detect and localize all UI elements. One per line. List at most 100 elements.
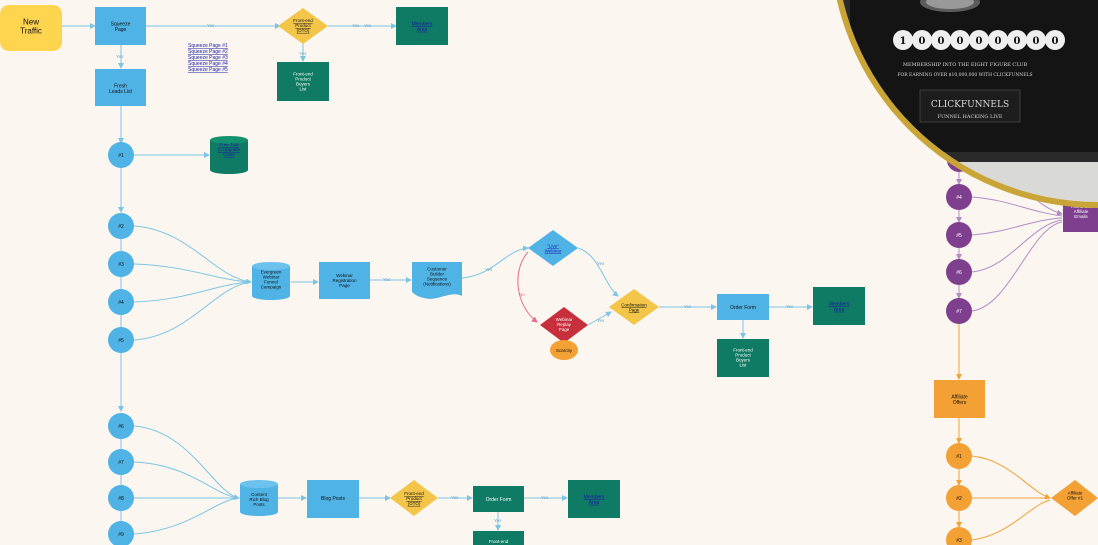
svg-text:0: 0	[1052, 36, 1059, 47]
svg-text:0: 0	[1033, 36, 1040, 47]
squeeze-link[interactable]: Squeeze Page #1	[188, 43, 228, 49]
svg-text:#1: #1	[956, 454, 962, 460]
svg-text:#7: #7	[118, 460, 124, 466]
front-end-bottom-node[interactable]: Front-end	[473, 531, 524, 545]
blue-circle-nodes: #1 #2 #3 #4 #5 #6 #7 #8 #9	[108, 142, 134, 545]
edge-label-yes: Yes	[786, 304, 794, 309]
svg-text:#7: #7	[956, 309, 962, 315]
circle-node-7[interactable]: #7	[108, 449, 134, 475]
scarcity-label: Scarcity	[556, 348, 573, 353]
orange-edges	[956, 324, 1051, 541]
svg-text:#4: #4	[118, 300, 124, 306]
edge-label-yes: Yes	[352, 23, 360, 28]
edge-label-no: No	[519, 292, 525, 297]
svg-text:#9: #9	[118, 532, 124, 538]
circle-node-1[interactable]: #1	[108, 142, 134, 168]
edge-label-yes: Yes	[494, 518, 502, 523]
orange-circle-nodes: #1 #2 #3	[946, 443, 972, 545]
circle-node-5[interactable]: #5	[108, 327, 134, 353]
svg-text:#8: #8	[118, 496, 124, 502]
squeeze-page-links: Squeeze Page #1 Squeeze Page #2 Squeeze …	[188, 43, 228, 73]
circle-node-9[interactable]: #9	[108, 521, 134, 545]
edge-label-yes: Yes	[364, 23, 372, 28]
svg-text:#6: #6	[956, 270, 962, 276]
edge-label-yes: Yes	[541, 495, 549, 500]
plaque-achievement-line: FOR EARNING OVER $10,000,000 WITH CLICKF…	[897, 72, 1032, 78]
svg-text:0: 0	[938, 36, 945, 47]
orange-circle-1[interactable]: #1	[946, 443, 972, 469]
svg-text:0: 0	[919, 36, 926, 47]
purple-circle-6[interactable]: #6	[946, 259, 972, 285]
order-form-bottom-node[interactable]: Order Form	[473, 486, 524, 512]
orange-circle-2[interactable]: #2	[946, 485, 972, 511]
svg-text:#3: #3	[118, 262, 124, 268]
edge-label-yes: Yes	[684, 304, 692, 309]
squeeze-link[interactable]: Squeeze Page #2	[188, 49, 228, 55]
squeeze-link[interactable]: Squeeze Page #3	[188, 55, 228, 61]
squeeze-link[interactable]: Squeeze Page #5	[188, 67, 228, 73]
svg-text:0: 0	[976, 36, 983, 47]
svg-text:#2: #2	[956, 496, 962, 502]
plaque-sub-brand: FUNNEL HACKING LIVE	[937, 114, 1002, 120]
edge-label-yes: Yes	[597, 261, 605, 266]
purple-circle-7[interactable]: #7	[946, 298, 972, 324]
circle-node-8[interactable]: #8	[108, 485, 134, 511]
orange-circle-3[interactable]: #3	[946, 527, 972, 545]
svg-text:#6: #6	[118, 424, 124, 430]
blue-edges	[62, 23, 813, 545]
circle-node-4[interactable]: #4	[108, 289, 134, 315]
circle-node-6[interactable]: #6	[108, 413, 134, 439]
purple-circle-5[interactable]: #5	[946, 222, 972, 248]
order-form-bottom-label: Order Form	[486, 497, 512, 503]
purple-circle-4[interactable]: #4	[946, 184, 972, 210]
order-form-mid-label: Order Form	[730, 305, 756, 311]
blog-posts-node[interactable]: Blog Posts	[307, 480, 359, 518]
scarcity-node[interactable]: Scarcity	[550, 340, 578, 360]
circle-node-2[interactable]: #2	[108, 213, 134, 239]
live-webinar-node[interactable]: "Live"Webinar	[528, 230, 578, 266]
svg-text:#4: #4	[956, 195, 962, 201]
order-form-mid-node[interactable]: Order Form	[717, 294, 769, 320]
circle-node-3[interactable]: #3	[108, 251, 134, 277]
front-end-bottom-label: Front-end	[489, 539, 509, 544]
svg-text:0: 0	[1014, 36, 1021, 47]
squeeze-link[interactable]: Squeeze Page #4	[188, 61, 228, 67]
blog-posts-label: Blog Posts	[321, 496, 345, 502]
svg-text:#3: #3	[956, 538, 962, 544]
